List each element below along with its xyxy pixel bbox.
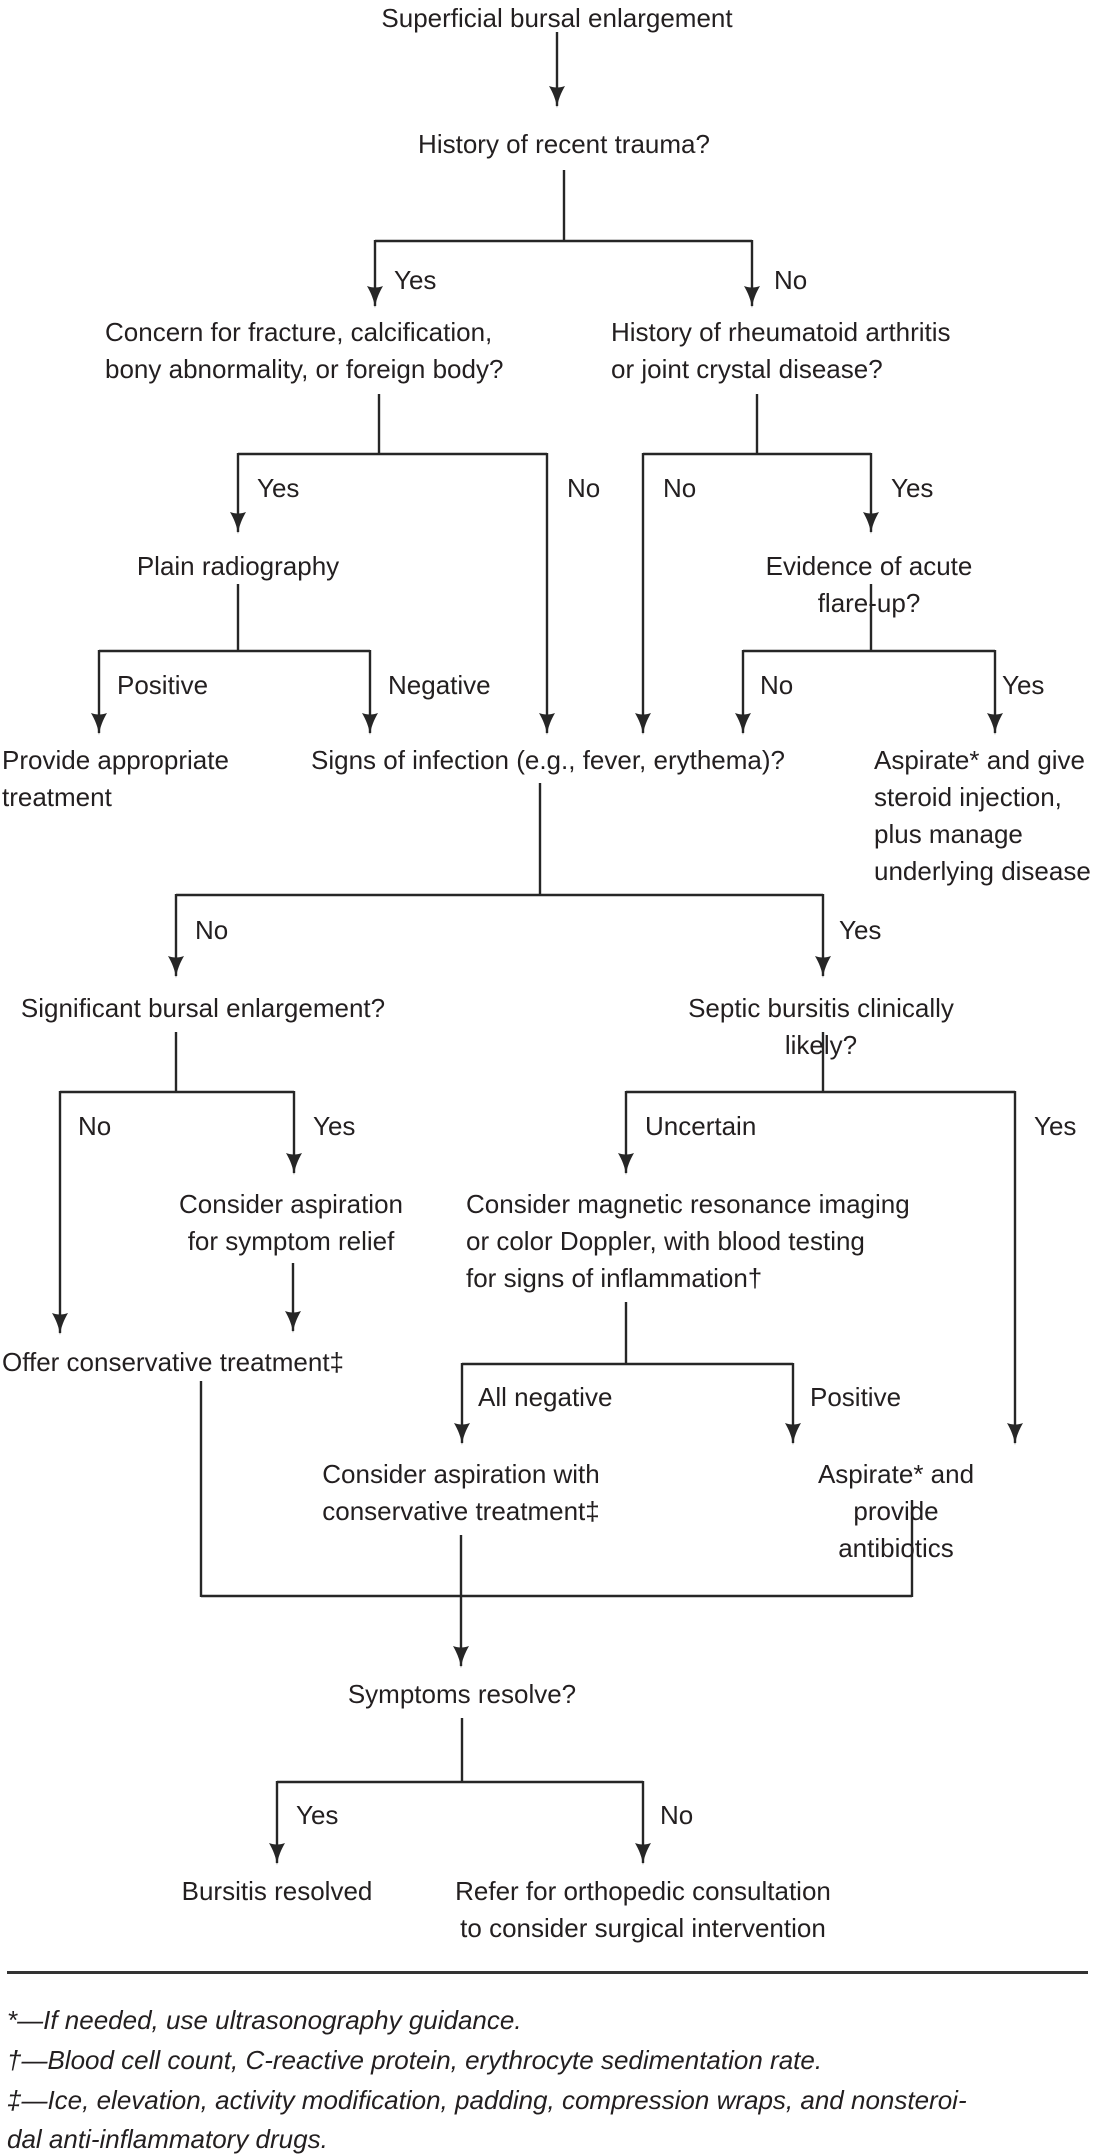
branch-label-radiography-positive: Positive — [117, 670, 209, 700]
branch-label-signs-yes: Yes — [839, 915, 882, 945]
node-start: Superficial bursal enlargement — [381, 3, 733, 33]
branch-label-symptoms-yes: Yes — [296, 1800, 339, 1830]
branch-label-history-yes: Yes — [891, 473, 934, 503]
node-flareup: Evidence of acute flare-up? — [765, 551, 973, 618]
branch-label-concern-yes: Yes — [257, 473, 300, 503]
node-aspiration-relief: Consider aspiration for symptom relief — [178, 1189, 404, 1256]
branch-label-mri-all-negative: All negative — [478, 1382, 613, 1412]
footnote-divider — [7, 1971, 1088, 1974]
node-refer: Refer for orthopedic consultation to con… — [455, 1876, 831, 1943]
node-trauma: History of recent trauma? — [418, 129, 710, 159]
node-symptoms: Symptoms resolve? — [347, 1679, 577, 1709]
branch-label-mri-positive: Positive — [810, 1382, 902, 1412]
branch-label-trauma-yes: Yes — [394, 265, 437, 295]
branch-label-history-no: No — [663, 473, 697, 503]
node-aspirate-steroid: Aspirate* and give steroid injection, pl… — [874, 745, 1091, 886]
branch-label-concern-no: No — [567, 473, 601, 503]
node-concern: Concern for fracture, calcification, bon… — [105, 317, 504, 384]
footnote-dagger: †—Blood cell count, C-reactive protein, … — [7, 2045, 823, 2075]
branch-label-septic-uncertain: Uncertain — [645, 1111, 757, 1141]
node-signs: Signs of infection (e.g., fever, erythem… — [310, 745, 786, 775]
node-history: History of rheumatoid arthritis or joint… — [611, 317, 951, 384]
node-mri: Consider magnetic resonance imaging or c… — [466, 1189, 910, 1293]
branch-label-radiography-negative: Negative — [388, 670, 491, 700]
branch-label-flareup-yes: Yes — [1002, 670, 1045, 700]
branch-label-symptoms-no: No — [660, 1800, 694, 1830]
node-radiography: Plain radiography — [136, 551, 340, 581]
node-significant: Significant bursal enlargement? — [20, 993, 386, 1023]
footnote-double-dagger: ‡—Ice, elevation, activity modification,… — [7, 2085, 967, 2154]
node-septic: Septic bursitis clinically likely? — [688, 993, 954, 1060]
branch-label-septic-yes: Yes — [1034, 1111, 1077, 1141]
branch-label-trauma-no: No — [774, 265, 808, 295]
branch-label-flareup-no: No — [760, 670, 794, 700]
branch-label-significant-no: No — [78, 1111, 112, 1141]
footnote-asterisk: *—If needed, use ultrasonography guidanc… — [7, 2005, 522, 2035]
branch-label-significant-yes: Yes — [313, 1111, 356, 1141]
node-antibiotics: Aspirate* and provide antibiotics — [817, 1459, 975, 1563]
node-provide: Provide appropriate treatment — [2, 745, 229, 812]
branch-label-signs-no: No — [195, 915, 229, 945]
node-consider-with: Consider aspiration with conservative tr… — [322, 1459, 600, 1526]
node-resolved: Bursitis resolved — [181, 1876, 373, 1906]
node-offer: Offer conservative treatment‡ — [2, 1347, 345, 1377]
